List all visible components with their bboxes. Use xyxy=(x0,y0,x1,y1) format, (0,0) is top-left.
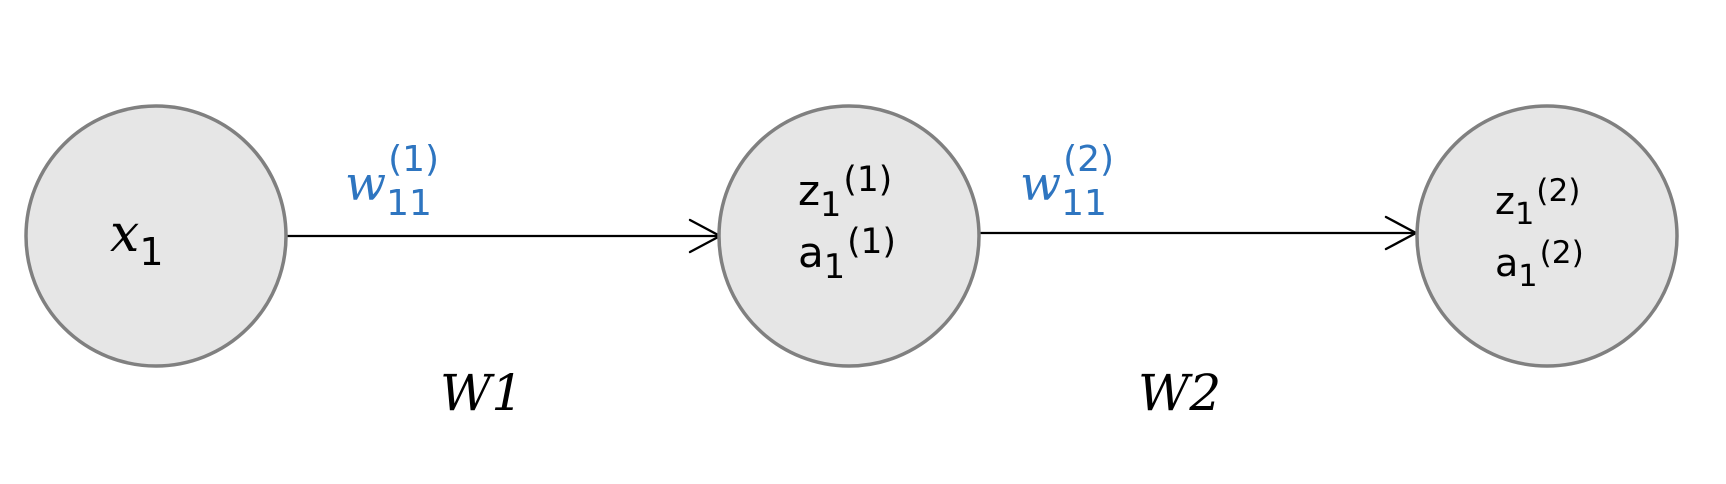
input-symbol: x xyxy=(110,204,140,264)
output-node-label: z1(2) a1(2) xyxy=(1495,175,1584,306)
hidden-z-subscript: 1 xyxy=(820,184,842,224)
weight-first-symbol: w xyxy=(345,156,387,212)
hidden-z-symbol: z xyxy=(798,166,821,215)
hidden-a-row: a1(1) xyxy=(798,224,896,294)
output-z-symbol: z xyxy=(1495,179,1515,223)
output-z-superscript: (2) xyxy=(1536,172,1581,209)
weight-label-first: w(1)11 xyxy=(345,142,444,222)
weight-first-scripts: (1)11 xyxy=(386,142,444,222)
hidden-node-label: z1(1) a1(1) xyxy=(798,162,896,294)
hidden-node xyxy=(717,104,981,368)
weight-first-subscript: 11 xyxy=(386,183,432,224)
layer-label-w1: W1 xyxy=(440,364,524,422)
weight-second-scripts: (2)11 xyxy=(1061,142,1119,222)
output-a-symbol: a xyxy=(1495,241,1519,285)
weight-second-superscript: (2) xyxy=(1063,139,1115,180)
output-a-superscript: (2) xyxy=(1539,234,1584,271)
hidden-a-superscript: (1) xyxy=(847,221,896,262)
input-subscript: 1 xyxy=(139,230,164,274)
output-node xyxy=(1415,104,1679,368)
output-z-row: z1(2) xyxy=(1495,175,1584,244)
layer-label-w2: W2 xyxy=(1138,364,1222,422)
hidden-z-superscript: (1) xyxy=(843,159,893,200)
hidden-z-row: z1(1) xyxy=(798,162,896,232)
output-a-subscript: 1 xyxy=(1518,258,1538,294)
weight-first-superscript: (1) xyxy=(388,139,440,180)
hidden-a-subscript: 1 xyxy=(823,246,846,286)
weight-label-second: w(2)11 xyxy=(1020,142,1119,222)
hidden-a-symbol: a xyxy=(798,228,824,277)
output-z-subscript: 1 xyxy=(1514,196,1535,232)
input-node xyxy=(24,104,288,368)
input-node-label: x1 xyxy=(110,208,164,271)
weight-second-subscript: 11 xyxy=(1061,183,1107,224)
weight-second-symbol: w xyxy=(1020,156,1062,212)
output-a-row: a1(2) xyxy=(1495,237,1584,306)
